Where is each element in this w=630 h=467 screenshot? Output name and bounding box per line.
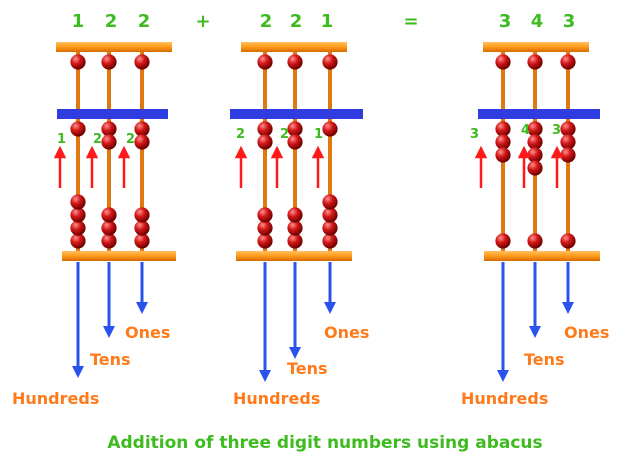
- moved-bead: [134, 134, 150, 150]
- resting-bead: [134, 233, 150, 249]
- moved-bead: [495, 147, 511, 163]
- resting-bead: [527, 233, 543, 249]
- equals-sign: =: [403, 11, 418, 32]
- moved-bead: [527, 147, 543, 163]
- upper-bead: [560, 54, 576, 70]
- moved-bead: [287, 134, 303, 150]
- upper-bead: [495, 54, 511, 70]
- resting-bead: [287, 207, 303, 223]
- hundreds-label-1: Hundreds: [12, 389, 99, 408]
- tens-label-2: Tens: [287, 359, 328, 378]
- moved-bead: [527, 134, 543, 150]
- resting-bead: [257, 207, 273, 223]
- resting-bead: [257, 220, 273, 236]
- resting-bead: [322, 220, 338, 236]
- resting-bead: [322, 207, 338, 223]
- hundreds-label-3: Hundreds: [461, 389, 548, 408]
- resting-bead: [287, 233, 303, 249]
- moved-bead: [560, 134, 576, 150]
- first-ones-digit: 2: [138, 11, 151, 32]
- moved-count-1-1: 1: [57, 132, 66, 147]
- first-tens-digit: 2: [105, 11, 118, 32]
- moved-bead: [101, 134, 117, 150]
- moved-count-2-1: 2: [236, 127, 245, 142]
- resting-bead: [134, 207, 150, 223]
- resting-bead: [70, 233, 86, 249]
- moved-count-2-2: 2: [280, 127, 289, 142]
- upper-bead: [527, 54, 543, 70]
- abacus-group: 1 2 2 2 2 1 3 4 3: [53, 42, 600, 382]
- moved-bead: [495, 121, 511, 137]
- upper-bead: [287, 54, 303, 70]
- resting-bead: [322, 194, 338, 210]
- moved-bead: [134, 121, 150, 137]
- second-tens-digit: 2: [290, 11, 303, 32]
- second-hundreds-digit: 2: [260, 11, 273, 32]
- resting-bead: [134, 220, 150, 236]
- moved-count-3-2: 4: [521, 123, 530, 138]
- resting-bead: [257, 233, 273, 249]
- moved-bead: [70, 121, 86, 137]
- moved-bead: [495, 134, 511, 150]
- second-ones-digit: 1: [321, 11, 334, 32]
- resting-bead: [70, 207, 86, 223]
- moved-bead: [287, 121, 303, 137]
- bottom-frame-bar: [62, 251, 176, 261]
- result-tens-digit: 4: [531, 11, 544, 32]
- resting-bead: [101, 220, 117, 236]
- bottom-frame-bar: [484, 251, 600, 261]
- moved-bead: [527, 160, 543, 176]
- top-frame-bar: [241, 42, 347, 52]
- place-labels: Ones Tens Hundreds Ones Tens Hundreds On…: [12, 323, 609, 408]
- moved-bead: [257, 121, 273, 137]
- moved-bead: [527, 121, 543, 137]
- middle-beam: [230, 109, 363, 119]
- ones-label-3: Ones: [564, 323, 609, 342]
- abacus-2: 2 2 1: [230, 42, 363, 382]
- moved-bead: [560, 121, 576, 137]
- moved-count-1-3: 2: [126, 132, 135, 147]
- ones-label-1: Ones: [125, 323, 170, 342]
- middle-beam: [57, 109, 168, 119]
- moved-count-3-3: 3: [552, 123, 561, 138]
- first-hundreds-digit: 1: [72, 11, 85, 32]
- resting-bead: [560, 233, 576, 249]
- moved-count-2-3: 1: [314, 127, 323, 142]
- upper-bead: [257, 54, 273, 70]
- resting-bead: [322, 233, 338, 249]
- resting-bead: [495, 233, 511, 249]
- moved-bead: [101, 121, 117, 137]
- moved-count-1-2: 2: [93, 132, 102, 147]
- tens-label-1: Tens: [90, 350, 131, 369]
- resting-bead: [287, 220, 303, 236]
- moved-count-3-1: 3: [470, 127, 479, 142]
- resting-bead: [70, 194, 86, 210]
- abacus-1: 1 2 2: [53, 42, 176, 378]
- result-hundreds-digit: 3: [499, 11, 512, 32]
- upper-bead: [322, 54, 338, 70]
- upper-bead: [70, 54, 86, 70]
- equation-row: 1 2 2 + 2 2 1 = 3 4 3: [72, 11, 576, 32]
- result-ones-digit: 3: [563, 11, 576, 32]
- tens-label-3: Tens: [524, 350, 565, 369]
- moved-bead: [560, 147, 576, 163]
- plus-sign: +: [195, 11, 210, 32]
- ones-label-2: Ones: [324, 323, 369, 342]
- upper-bead: [101, 54, 117, 70]
- abacus-3: 3 4 3: [470, 42, 600, 382]
- moved-bead: [257, 134, 273, 150]
- resting-bead: [101, 207, 117, 223]
- resting-bead: [101, 233, 117, 249]
- top-frame-bar: [56, 42, 172, 52]
- bottom-frame-bar: [236, 251, 352, 261]
- top-frame-bar: [483, 42, 589, 52]
- hundreds-label-2: Hundreds: [233, 389, 320, 408]
- moved-bead: [322, 121, 338, 137]
- resting-bead: [70, 220, 86, 236]
- upper-bead: [134, 54, 150, 70]
- caption: Addition of three digit numbers using ab…: [107, 433, 542, 453]
- middle-beam: [478, 109, 600, 119]
